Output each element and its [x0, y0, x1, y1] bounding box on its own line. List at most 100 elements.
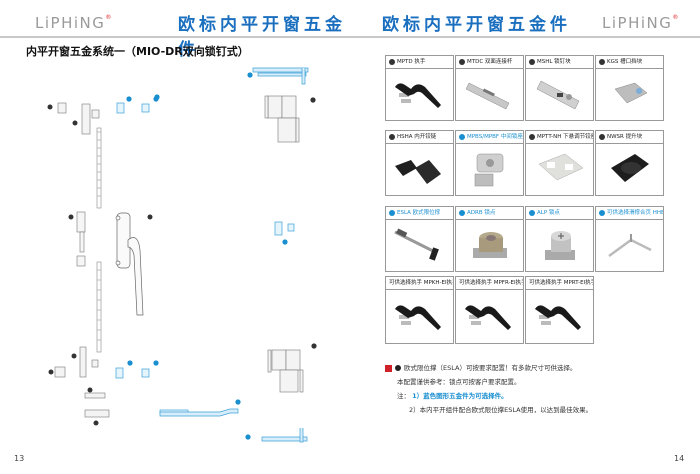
product-caption: MSHL 锁钉块 — [526, 56, 593, 69]
black-hinge-icon — [386, 143, 453, 195]
product-label: NWSR 提升块 — [607, 134, 643, 140]
product-label: ALP 锁点 — [537, 210, 560, 216]
product-caption: 可供选择滑撑合页 HHB-R/HHB-L — [596, 207, 663, 220]
optional-lock-points-top — [116, 102, 150, 114]
product-card: MTDC 双面连接杆 — [455, 55, 524, 121]
product-card: 可供选择执手 MPRT-EI执手 — [525, 276, 594, 344]
black-lift-block-icon — [596, 143, 663, 195]
product-caption: MPTT-NH 下悬调节铰座 — [526, 131, 593, 144]
red-marker-icon — [385, 364, 392, 372]
brand-logo: LiPHiNG® — [35, 14, 113, 32]
callout-f-icon — [459, 133, 465, 140]
product-label: KGS 槽口挡块 — [607, 59, 643, 65]
product-label: 可供选择执手 MPRT-EI执手 — [529, 280, 593, 286]
window-handle-drawing — [115, 212, 144, 316]
product-caption: NWSR 提升块 — [596, 131, 663, 144]
note-line-4: 2）本内平开组件配合欧式限位撑ESLA使用，以达到最佳效果。 — [409, 406, 593, 414]
product-card: HSHA 内开铰链 — [385, 130, 454, 196]
product-label: HSHA 内开铰链 — [397, 134, 437, 140]
product-label: 可供选择执手 MPKH-EI执手 — [389, 280, 453, 286]
silver-lock-plate-icon — [526, 68, 593, 120]
product-caption: 可供选择执手 MPRT-EI执手 — [526, 277, 593, 290]
callout-dot — [47, 104, 53, 110]
product-card: MPTD 执手 — [385, 55, 454, 121]
top-corner-drive — [57, 102, 100, 135]
product-caption: MPBS/MPBF 中间锁座(左/右) — [456, 131, 523, 144]
product-label: MSHL 锁钉块 — [537, 59, 571, 65]
product-caption: MPTD 执手 — [386, 56, 453, 69]
callout-j-icon — [459, 209, 465, 216]
callout-dot — [154, 94, 160, 100]
callout-k-icon — [529, 209, 535, 216]
product-card: MPBS/MPBF 中间锁座(左/右) — [455, 130, 524, 196]
logo-text: LiPHiNG — [602, 14, 673, 32]
product-label: MPTT-NH 下悬调节铰座 — [537, 134, 593, 140]
exploded-hardware-diagram — [47, 67, 317, 443]
product-label: MPTD 执手 — [397, 59, 426, 65]
silver-keeper-icon — [456, 143, 523, 195]
product-card: 可供选择执手 MPFR-EI执手 — [455, 276, 524, 344]
black-handle-icon — [526, 289, 593, 343]
note-line-3: 注： 1）蓝色图形五金件为可选择件。 — [397, 390, 508, 400]
callout-e-icon — [389, 133, 395, 140]
stay-arm-top — [252, 67, 309, 85]
friction-stay-icon — [596, 219, 663, 271]
header-title: 欧标内平开窗五金件 — [382, 15, 571, 35]
silver-corner-block-icon — [596, 68, 663, 120]
callout-h-icon — [599, 133, 605, 140]
stay-arm-icon — [386, 219, 453, 271]
product-card: MSHL 锁钉块 — [525, 55, 594, 121]
stay-arm-bottom — [159, 408, 308, 443]
note-prefix: 注： — [397, 392, 410, 400]
brass-lock-point-icon — [456, 219, 523, 271]
product-caption: ALP 锁点 — [526, 207, 593, 220]
callout-i-icon — [389, 209, 395, 216]
product-caption: 可供选择执手 MPFR-EI执手 — [456, 277, 523, 290]
product-card: MPTT-NH 下悬调节铰座 — [525, 130, 594, 196]
header-title: 欧标内平开窗五金件 — [178, 15, 346, 60]
registered-mark: ® — [105, 14, 113, 21]
product-card: ESLA 欧式限位撑 — [385, 206, 454, 272]
callout-b-icon — [459, 58, 465, 65]
silver-connector-icon — [456, 68, 523, 120]
center-keeper — [76, 211, 86, 267]
product-label: ADRB 锁点 — [467, 210, 496, 216]
optional-lock-points-bottom — [115, 367, 189, 415]
optional-keeper-middle — [274, 221, 295, 236]
callout-l-icon — [599, 209, 605, 216]
logo-text: LiPHiNG — [35, 14, 106, 32]
note-line-1: 欧式限位撑（ESLA）可按要求配置！有多款尺寸可供选择。 — [385, 362, 576, 372]
callout-g-icon — [529, 133, 535, 140]
registered-mark: ® — [672, 14, 680, 21]
silver-lock-point-icon — [526, 219, 593, 271]
left-page: LiPHiNG® 欧标内平开窗五金件 内平开窗五金系统一（MIO-DR双向锁钉式… — [0, 14, 350, 463]
callout-c-icon — [529, 58, 535, 65]
product-caption: ESLA 欧式限位撑 — [386, 207, 453, 220]
product-label: 可供选择滑撑合页 HHB-R/HHB-L — [607, 210, 663, 216]
section-title: 内平开窗五金系统一（MIO-DR双向锁钉式） — [26, 45, 249, 58]
bottom-corner-drive — [54, 346, 110, 418]
callout-i-icon — [395, 365, 401, 371]
callout-a-icon — [389, 58, 395, 65]
product-caption: MTDC 双面连接杆 — [456, 56, 523, 69]
product-caption: ADRB 锁点 — [456, 207, 523, 220]
note-line-2: 本配置谨供参考：锁点可按客户要求配置。 — [397, 378, 521, 386]
grey-hinge-seat-icon — [526, 143, 593, 195]
note-text: 欧式限位撑（ESLA）可按要求配置！有多款尺寸可供选择。 — [404, 364, 577, 372]
product-label: ESLA 欧式限位撑 — [397, 210, 441, 216]
product-card: KGS 槽口挡块 — [595, 55, 664, 121]
hinge-assembly-bottom — [267, 349, 304, 393]
product-card: ADRB 锁点 — [455, 206, 524, 272]
page-number: 13 — [14, 454, 25, 463]
product-caption: KGS 槽口挡块 — [596, 56, 663, 69]
drive-rod — [96, 127, 102, 353]
callout-dot — [72, 120, 78, 126]
note-optional-parts: 1）蓝色图形五金件为可选择件。 — [412, 392, 508, 400]
callout-d-icon — [599, 58, 605, 65]
right-page: 欧标内平开窗五金件 LiPHiNG® 14 — [350, 0, 700, 474]
hinge-assembly-top — [264, 95, 300, 143]
page-number: 14 — [674, 454, 685, 463]
brand-logo: LiPHiNG® — [602, 14, 680, 32]
black-handle-icon — [386, 289, 453, 343]
product-caption: HSHA 内开铰链 — [386, 131, 453, 144]
